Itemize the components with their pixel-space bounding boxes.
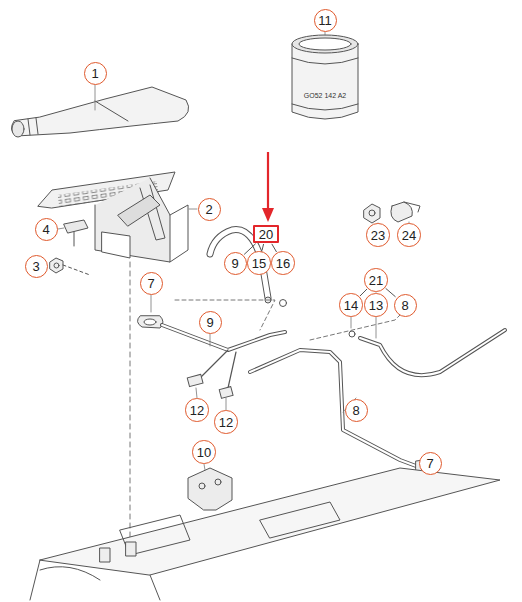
callout-number: 9 bbox=[224, 252, 247, 275]
callout-text: 3 bbox=[32, 260, 39, 273]
callout-number: 24 bbox=[397, 223, 420, 246]
callout-text: 8 bbox=[352, 404, 359, 417]
callout-text: 7 bbox=[426, 457, 433, 470]
callout-text: 10 bbox=[197, 446, 211, 459]
callout-number: 21 bbox=[364, 268, 387, 291]
callout-text: 12 bbox=[190, 404, 204, 417]
callout-text: 11 bbox=[318, 14, 332, 27]
callout-number: 2 bbox=[198, 198, 221, 221]
callout-number: 13 bbox=[364, 293, 387, 316]
callout-number: 7 bbox=[419, 452, 442, 475]
callout-text: 2 bbox=[205, 203, 212, 216]
callout-number: 7 bbox=[140, 272, 163, 295]
callout-text: 15 bbox=[252, 257, 266, 270]
callout-text: 9 bbox=[206, 316, 213, 329]
group-connector bbox=[360, 289, 367, 296]
callout-text: 14 bbox=[344, 299, 358, 312]
part-marking: GO52 142 A2 bbox=[304, 92, 346, 99]
callout-number: 8 bbox=[345, 399, 368, 422]
callout-text: 7 bbox=[147, 277, 154, 290]
callout-number: 8 bbox=[394, 294, 417, 317]
callout-text: 4 bbox=[42, 223, 49, 236]
callout-number: 15 bbox=[247, 251, 270, 274]
group-connector bbox=[262, 244, 264, 251]
callout-number: 3 bbox=[25, 255, 48, 278]
group-connector bbox=[272, 244, 277, 252]
callout-number: 12 bbox=[214, 410, 237, 433]
callout-number: 10 bbox=[192, 440, 215, 463]
callout-text: 13 bbox=[369, 299, 383, 312]
callout-number: 14 bbox=[339, 293, 362, 316]
callout-number: 4 bbox=[35, 218, 58, 241]
callout-text: 16 bbox=[276, 257, 290, 270]
callout-text: 1 bbox=[91, 67, 98, 80]
callout-text: 21 bbox=[369, 274, 383, 287]
callout-number: 1 bbox=[84, 62, 107, 85]
callout-text: 9 bbox=[231, 257, 238, 270]
callout-text: 23 bbox=[371, 229, 385, 242]
callout-number: 16 bbox=[271, 251, 294, 274]
callout-number: 9 bbox=[199, 311, 222, 334]
callout-text: 8 bbox=[401, 299, 408, 312]
callout-number: 12 bbox=[185, 398, 208, 421]
callout-number: 11 bbox=[314, 9, 337, 32]
callout-number: 23 bbox=[366, 223, 389, 246]
callout-text: 20 bbox=[259, 228, 273, 241]
group-connector bbox=[386, 288, 396, 297]
callout-box: 20 bbox=[253, 225, 279, 243]
callout-text: 12 bbox=[219, 416, 233, 429]
callout-text: 24 bbox=[402, 229, 416, 242]
